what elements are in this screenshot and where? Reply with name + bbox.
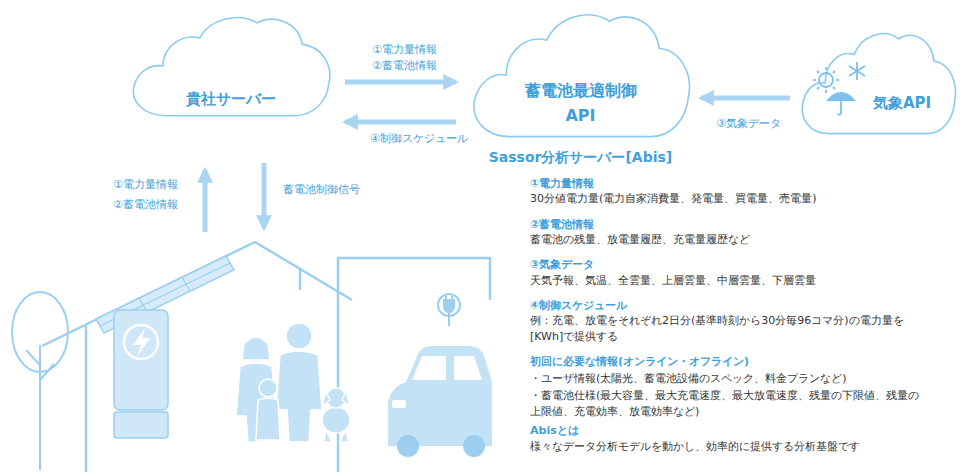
node-title: 気象API bbox=[854, 92, 950, 114]
section-heading: ④制御スケジュール bbox=[530, 298, 930, 314]
house-outline bbox=[337, 292, 340, 472]
flow-arrow bbox=[345, 120, 456, 125]
cloud-shape bbox=[798, 28, 958, 138]
cloud-outline bbox=[474, 15, 690, 137]
house-outline bbox=[338, 258, 490, 300]
sun-symbol bbox=[825, 67, 827, 70]
family-figures bbox=[242, 337, 270, 360]
family-figures bbox=[286, 323, 312, 349]
tree bbox=[12, 292, 68, 470]
charger-symbol bbox=[448, 312, 450, 326]
battery-unit bbox=[114, 310, 168, 438]
sun-symbol bbox=[813, 79, 816, 81]
house-outline bbox=[299, 268, 302, 290]
house-outline bbox=[85, 325, 88, 472]
data-arrow bbox=[262, 163, 267, 228]
battery-unit bbox=[124, 325, 158, 359]
charger-symbol bbox=[438, 294, 460, 326]
section-heading: 初回に必要な情報(オンライン・オフライン) bbox=[530, 354, 930, 370]
arrow-label: 蓄電池制御信号 bbox=[283, 182, 373, 198]
edge-label: ③気象データ bbox=[716, 116, 806, 132]
family-figures bbox=[340, 430, 348, 442]
charger-symbol bbox=[444, 300, 454, 312]
family-figures bbox=[322, 392, 330, 406]
edge-label: ①電力量情報 ②蓄電池情報 bbox=[372, 42, 448, 74]
arrow-label: ②蓄電池情報 bbox=[113, 197, 193, 213]
section-heading: Abisとは bbox=[530, 423, 930, 439]
note-text: 様々なデータ分析モデルを動かし、効率的に提供する分析基盤です bbox=[530, 439, 930, 455]
electric-car bbox=[392, 400, 406, 408]
family-figures bbox=[324, 430, 332, 442]
flow-arrow bbox=[701, 96, 790, 101]
section-heading: ①電力量情報 bbox=[530, 176, 930, 192]
charger-symbol bbox=[445, 296, 447, 300]
family-figures bbox=[342, 392, 350, 406]
note-text: 例：充電、放電をそれぞれ2日分(基準時刻から30分毎96コマ分)の電力量を[KW… bbox=[530, 313, 930, 345]
arrow-label: ①電力量情報 bbox=[113, 177, 193, 193]
charger-symbol bbox=[451, 296, 453, 300]
note-text: 30分値電力量(電力自家消費量、発電量、買電量、売電量) bbox=[530, 191, 930, 207]
data-arrow bbox=[205, 163, 264, 232]
flow-arrow bbox=[345, 80, 456, 85]
node-title: 蓄電池最適制御 API bbox=[518, 78, 643, 128]
tree bbox=[40, 364, 54, 380]
electric-car bbox=[397, 435, 419, 457]
family-figures bbox=[236, 323, 350, 442]
cloud-node: 気象API bbox=[798, 28, 958, 138]
tree bbox=[26, 350, 40, 365]
family-figures bbox=[259, 379, 277, 397]
battery-unit bbox=[114, 412, 168, 438]
electric-car bbox=[463, 435, 485, 457]
edge-label: ④制御スケジュール bbox=[370, 131, 490, 147]
section-heading: ②蓄電池情報 bbox=[530, 217, 930, 233]
node-title: 貴社サーバー bbox=[128, 88, 333, 110]
section-heading: ③気象データ bbox=[530, 257, 930, 273]
family-figures bbox=[276, 351, 322, 442]
data-arrow bbox=[203, 170, 208, 232]
node-subtitle: Sassor分析サーバー[Abis] bbox=[453, 148, 708, 166]
electric-car bbox=[388, 346, 492, 446]
family-figures bbox=[256, 398, 280, 440]
cloud-node: 蓄電池最適制御 APISassor分析サーバー[Abis] bbox=[468, 8, 693, 142]
electric-car bbox=[388, 346, 492, 457]
electric-car bbox=[454, 356, 482, 380]
sun-symbol bbox=[817, 71, 819, 73]
battery-unit bbox=[133, 328, 150, 357]
cloud-node: 貴社サーバー bbox=[128, 12, 333, 120]
note-text: 天気予報、気温、全雲量、上層雲量、中層雲量、下層雲量 bbox=[530, 273, 930, 289]
note-text: 蓄電池の残量、放電量履歴、充電量履歴など bbox=[530, 232, 930, 248]
note-text: ・ユーザ情報(太陽光、蓄電池設備のスペック、料金プランなど) bbox=[530, 371, 930, 387]
cloud-outline bbox=[802, 34, 955, 134]
battery-unit bbox=[114, 310, 168, 410]
electric-car bbox=[412, 356, 446, 380]
note-text: ・蓄電池仕様(最大容量、最大充電速度、最大放電速度、残量の下限値、残量の上限値、… bbox=[530, 388, 930, 420]
